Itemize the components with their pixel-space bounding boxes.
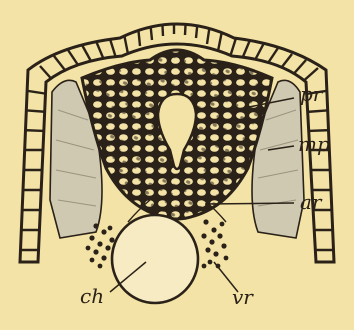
label-mp: mp bbox=[298, 132, 330, 156]
label-pr: pr bbox=[300, 82, 324, 106]
neural-tube bbox=[82, 50, 272, 219]
notochord bbox=[112, 215, 198, 303]
label-vr: vr bbox=[232, 285, 254, 309]
label-ar: ar bbox=[300, 190, 323, 214]
label-ch: ch bbox=[80, 284, 104, 308]
leader-ar bbox=[205, 203, 294, 204]
